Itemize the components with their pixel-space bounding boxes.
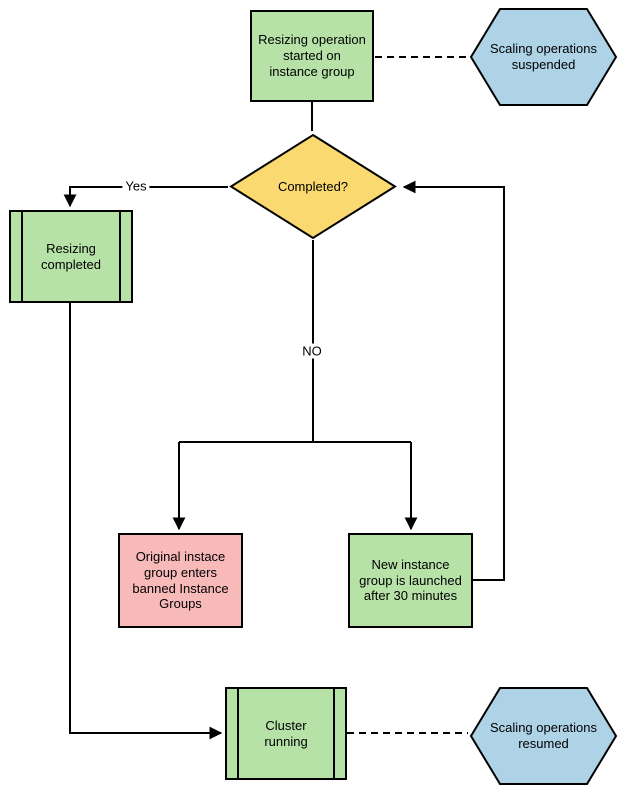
diamond-shape: [229, 133, 397, 240]
edge-label-no: NO: [299, 343, 325, 359]
edge-yes: [63, 186, 228, 208]
predefined-process-bar: [333, 689, 335, 778]
predefined-process-bar: [237, 689, 239, 778]
hexagon-shape: [469, 687, 618, 785]
edge-feedback-loop: [402, 180, 505, 581]
edge-label-yes: Yes: [122, 178, 150, 194]
hexagon-shape: [469, 8, 618, 106]
node-completed-decision: Completed?: [228, 133, 398, 240]
edge-resizing-to-cluster: [69, 303, 223, 740]
decision-label: Completed?: [277, 178, 349, 194]
predefined-process-bar: [21, 212, 23, 301]
predefined-process-bar: [119, 212, 121, 301]
